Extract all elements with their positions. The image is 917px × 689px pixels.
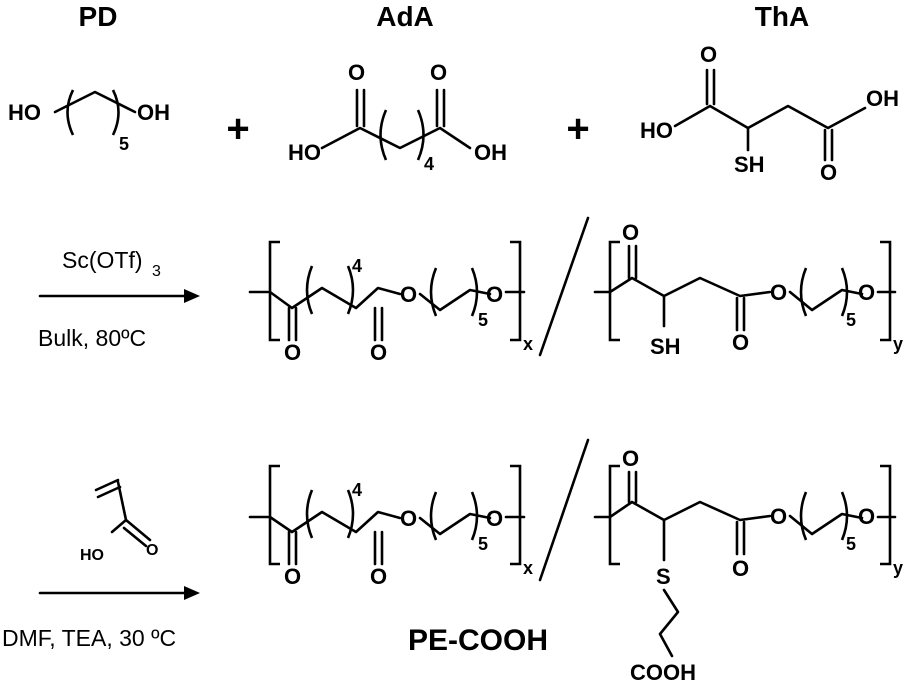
pd-ho: HO: [8, 100, 41, 125]
tha-o-top: O: [700, 42, 717, 67]
ada-o-right: O: [430, 60, 447, 85]
y-o-carbonyl: O: [732, 330, 749, 355]
y2-o-carbonyl: O: [732, 556, 749, 581]
x-subscript-4: 4: [352, 256, 362, 276]
y-subscript-5: 5: [846, 310, 856, 330]
x-o-ester: O: [400, 282, 417, 307]
acrylic-ho: HO: [80, 547, 104, 564]
tha-ho-left: HO: [640, 118, 673, 143]
copolymer-1: O 4 O O 5 O x: [248, 240, 533, 365]
ada-label: AdA: [376, 1, 434, 32]
ada-structure: HO O O 4 OH: [288, 60, 507, 174]
plus-1: +: [226, 107, 249, 151]
copolymer-3: O 4 O O 5 O x: [248, 464, 533, 589]
x2-o-ester: O: [400, 506, 417, 531]
pd-structure: HO 5 OH: [8, 89, 170, 154]
x-subscript-x: x: [523, 334, 533, 354]
y2-subscript-5: 5: [846, 534, 856, 554]
slash-1: [538, 216, 590, 357]
x2-o-carbonyl: O: [370, 564, 387, 589]
slash-2: [538, 438, 590, 582]
pd-oh: OH: [137, 100, 170, 125]
y-sh: SH: [650, 334, 681, 359]
ada-subscript: 4: [424, 154, 434, 174]
y2-subscript-y: y: [893, 558, 903, 578]
step1-catalyst-sub: 3: [152, 263, 161, 280]
y2-s: S: [656, 564, 671, 589]
y2-o-top: O: [622, 446, 639, 471]
y-o-top: O: [622, 220, 639, 245]
product-label: PE-COOH: [408, 624, 548, 657]
x-o-end: O: [486, 282, 503, 307]
tha-oh-right: OH: [866, 86, 899, 111]
x2-o-end: O: [486, 506, 503, 531]
y-o-end: O: [858, 280, 875, 305]
step1-conditions: Sc(OTf) 3 Bulk, 80ºC: [38, 247, 200, 351]
step2-conditions: HO O DMF, TEA, 30 ºC: [2, 478, 200, 651]
step1-temp: Bulk, 80ºC: [38, 325, 146, 351]
x2-subscript-4: 4: [352, 480, 362, 500]
y-o-ester: O: [770, 280, 787, 305]
tha-sh: SH: [734, 152, 765, 177]
step1-catalyst: Sc(OTf): [62, 247, 143, 273]
ada-ho: HO: [288, 140, 321, 165]
y2-o-end: O: [858, 504, 875, 529]
y2-cooh: COOH: [630, 660, 696, 685]
x-o-left: O: [284, 340, 301, 365]
y-subscript-y: y: [893, 334, 903, 354]
plus-2: +: [566, 107, 589, 151]
copolymer-4: O S COOH O O 5 O y: [593, 446, 903, 685]
pd-label: PD: [79, 1, 118, 32]
pd-subscript: 5: [119, 134, 129, 154]
acrylic-o: O: [146, 542, 158, 559]
x-o-carbonyl: O: [370, 340, 387, 365]
tha-o-bottom: O: [820, 160, 837, 185]
x2-o-left: O: [284, 564, 301, 589]
y2-o-ester: O: [770, 504, 787, 529]
tha-label: ThA: [755, 1, 809, 32]
x-subscript-5: 5: [478, 310, 488, 330]
ada-o-left: O: [348, 60, 365, 85]
x2-subscript-5: 5: [478, 534, 488, 554]
copolymer-2: O SH O O 5 O y: [593, 220, 903, 359]
ada-oh: OH: [474, 140, 507, 165]
step2-temp: DMF, TEA, 30 ºC: [2, 625, 176, 651]
acrylic-acid-structure: HO O: [80, 478, 158, 564]
tha-structure: HO O SH O OH: [640, 42, 899, 185]
x2-subscript-x: x: [523, 558, 533, 578]
